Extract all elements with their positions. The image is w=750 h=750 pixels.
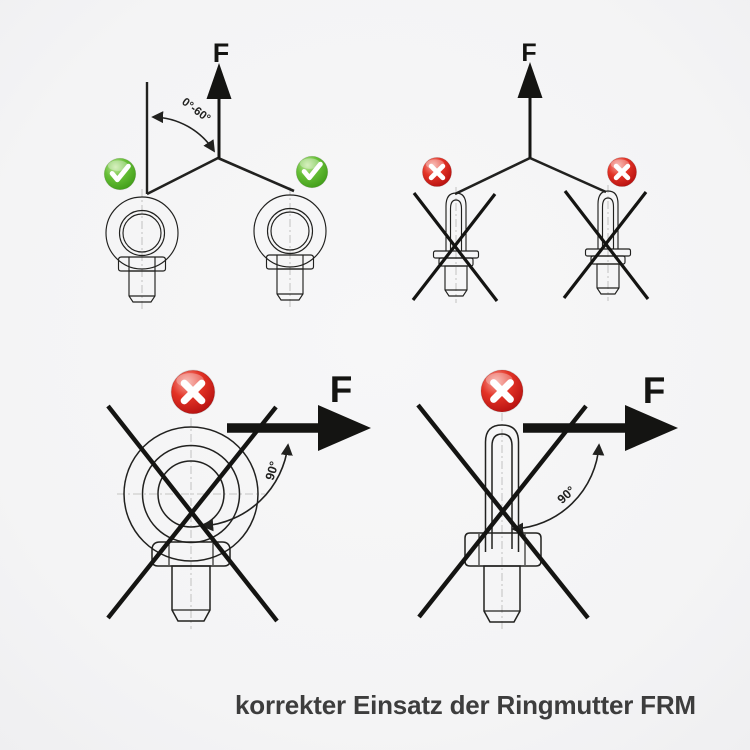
- cross-icon: [422, 157, 451, 186]
- right-angle-arc: [511, 443, 605, 535]
- check-icon: [296, 156, 328, 188]
- right-angle-label: 90°: [263, 460, 282, 482]
- cross-icon: [481, 370, 523, 412]
- force-arrow-head: [625, 405, 678, 451]
- force-arrow-head: [517, 62, 543, 98]
- force-label: F: [213, 38, 230, 68]
- caption-text: korrekter Einsatz der Ringmutter FRM: [235, 690, 696, 720]
- force-label: F: [521, 39, 536, 67]
- cross-out-x-right: [562, 190, 650, 300]
- angle-range-label: 0°-60°: [179, 96, 212, 125]
- panel-side-pull-front-view: F 90°: [106, 369, 371, 629]
- ring-nut-front-left: [105, 188, 179, 310]
- check-icon: [104, 158, 136, 190]
- sling-leg-right: [217, 156, 295, 193]
- right-angle-arc: [201, 443, 293, 532]
- sling-leg-right: [529, 156, 607, 194]
- sling-leg-left: [146, 156, 219, 196]
- cross-out-x-left: [411, 192, 499, 302]
- right-angle-label: 90°: [555, 484, 578, 507]
- angle-arc: [151, 111, 215, 153]
- force-label: F: [330, 369, 353, 410]
- force-arrow-head: [206, 63, 232, 99]
- ring-nut-side-large: [464, 413, 542, 632]
- force-arrow-head: [318, 405, 371, 451]
- cross-out-x: [106, 404, 279, 623]
- ring-nut-front-right: [253, 186, 327, 308]
- cross-icon: [171, 370, 215, 414]
- force-label: F: [643, 370, 666, 411]
- panel-pair-lifting-side-view: F: [411, 39, 650, 304]
- panel-side-pull-side-view: F 90°: [416, 370, 678, 632]
- cross-icon: [607, 157, 636, 186]
- cross-out-x: [416, 403, 590, 620]
- sling-leg-left: [454, 156, 531, 196]
- panel-pair-lifting-front-view: F 0°-60°: [104, 38, 328, 310]
